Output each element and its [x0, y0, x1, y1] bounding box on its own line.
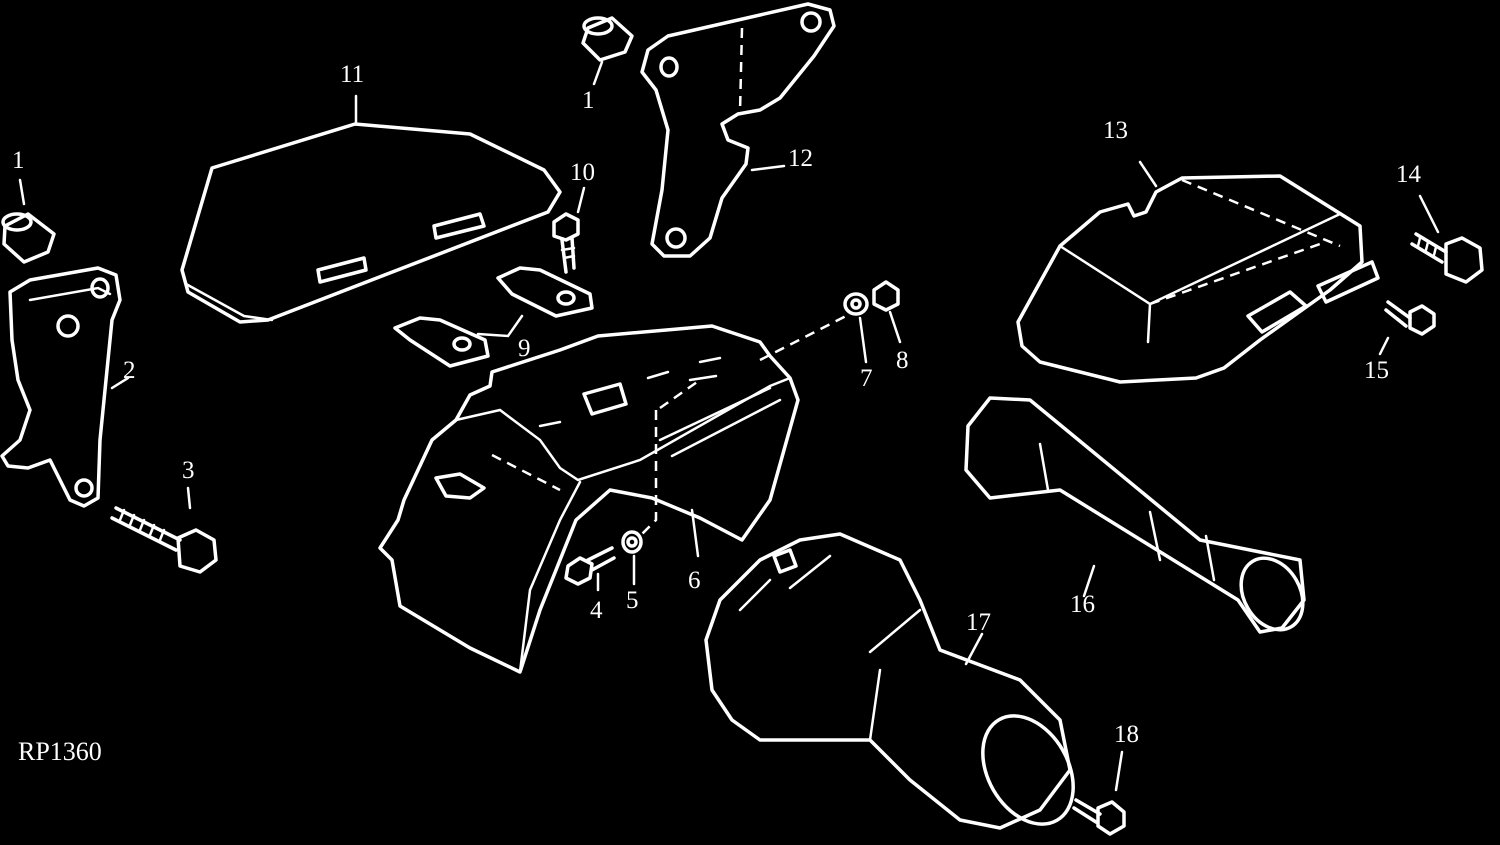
part-bolt-18: [1072, 750, 1126, 836]
callout-label: 9: [518, 335, 531, 362]
callout-label: 12: [788, 145, 813, 172]
part-washer-7: [843, 292, 869, 364]
part-flange-hub: [704, 532, 1075, 830]
callout-label: 3: [182, 457, 195, 484]
part-main-shield: [378, 314, 847, 674]
callout-label: 15: [1364, 357, 1389, 384]
callout-label: 18: [1114, 721, 1139, 748]
part-bracket-upper: [640, 2, 836, 258]
diagram-reference-code: RP1360: [18, 737, 102, 766]
part-bolt-10: [552, 186, 586, 274]
part-bolt-4: [564, 546, 616, 592]
callout-label: 13: [1103, 117, 1128, 144]
callout-label: 4: [590, 597, 603, 624]
callout-label: 6: [688, 567, 701, 594]
part-bushing-upper: [581, 16, 634, 86]
callout-label: 1: [582, 87, 595, 114]
part-clips: [393, 266, 594, 368]
part-cover-plate: [180, 94, 562, 324]
part-bolt-15: [1378, 300, 1436, 356]
callout-label: 10: [570, 159, 595, 186]
part-bushing-left: [1, 178, 56, 264]
callout-label: 2: [123, 357, 136, 384]
part-bracket-left: [0, 266, 130, 508]
part-washer-5: [621, 530, 643, 586]
callout-label: 5: [626, 587, 639, 614]
callout-label: 14: [1396, 161, 1422, 188]
part-bolt-14: [1410, 194, 1484, 284]
part-housing-cover: [1016, 160, 1380, 384]
callout-label: 7: [860, 365, 873, 392]
part-nut-8: [872, 280, 902, 344]
part-shaft: [964, 396, 1306, 634]
part-bolt-3: [110, 486, 218, 574]
callout-label: 16: [1070, 591, 1095, 618]
callout-label: 17: [966, 609, 991, 636]
callout-label: 1: [12, 147, 25, 174]
callout-label: 8: [896, 347, 909, 374]
callout-label: 11: [340, 61, 364, 88]
